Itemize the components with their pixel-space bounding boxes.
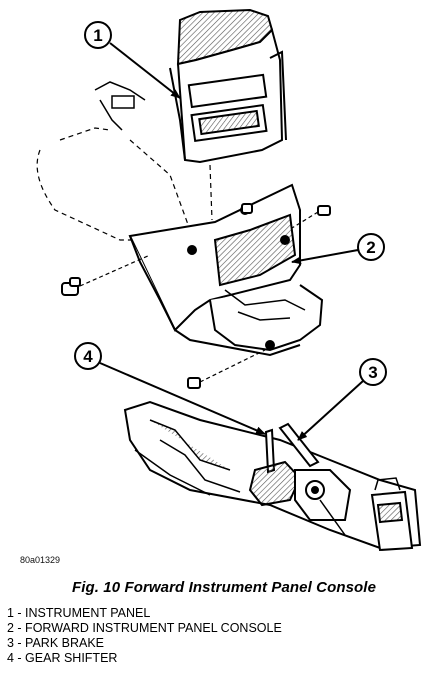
legend-item: 3 - PARK BRAKE <box>7 636 105 650</box>
callout-2-number: 2 <box>366 238 375 257</box>
figure-caption: Fig. 10 Forward Instrument Panel Console <box>71 579 377 596</box>
callout-1-number: 1 <box>93 26 102 45</box>
forward-console-drawing <box>128 183 324 357</box>
callout-3: 3 <box>297 358 387 441</box>
callout-4-number: 4 <box>83 347 93 366</box>
screw-left <box>61 254 151 296</box>
screw-lower <box>187 349 266 389</box>
legend-item: 1 - INSTRUMENT PANEL <box>7 606 151 620</box>
mounting-bracket-drawing <box>370 477 414 552</box>
callout-1: 1 <box>84 21 181 99</box>
parts-legend: 1 - INSTRUMENT PANEL 2 - FORWARD INSTRUM… <box>7 606 282 666</box>
screw-fasteners <box>61 203 331 389</box>
exploded-view-diagram: 1 2 3 4 <box>36 8 422 552</box>
legend-item: 2 - FORWARD INSTRUMENT PANEL CONSOLE <box>7 621 282 635</box>
floor-and-shifter-drawing <box>123 400 422 552</box>
legend-item: 4 - GEAR SHIFTER <box>7 651 118 665</box>
gear-shifter-drawing <box>248 428 302 507</box>
figure-id-label: 80a01329 <box>20 555 61 565</box>
callout-2: 2 <box>291 233 385 265</box>
callout-3-number: 3 <box>368 363 377 382</box>
instrument-panel-drawing <box>36 8 287 241</box>
screw-top-center <box>241 203 253 214</box>
screw-upper-right <box>291 205 331 229</box>
callout-4: 4 <box>74 342 266 435</box>
park-brake-drawing <box>278 422 352 536</box>
